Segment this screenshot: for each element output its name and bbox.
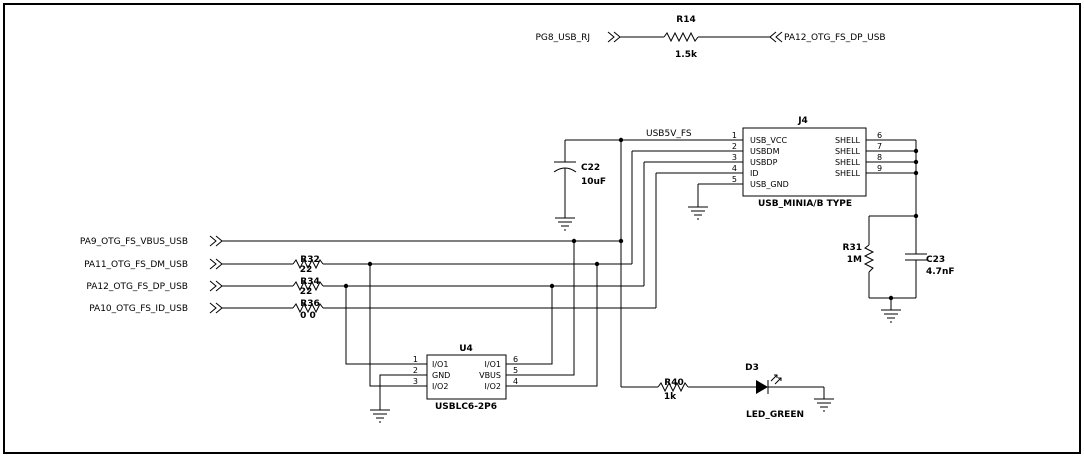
r36-ref: R36 bbox=[300, 299, 319, 309]
ground-icon bbox=[881, 309, 901, 323]
r40-value: 1k bbox=[664, 392, 677, 402]
net-label-pa12-top: PA12_OTG_FS_DP_USB bbox=[784, 33, 886, 43]
j4-pin-num: 5 bbox=[732, 175, 737, 184]
r32-resistor bbox=[292, 258, 324, 270]
ground-icon bbox=[370, 409, 390, 423]
ground-icon bbox=[814, 398, 834, 412]
j4-pin-num: 9 bbox=[877, 164, 882, 173]
port-arrow bbox=[769, 31, 777, 43]
net-label-id: PA10_OTG_FS_ID_USB bbox=[89, 304, 188, 314]
net-label-pg8: PG8_USB_RJ bbox=[535, 33, 590, 43]
r36-value: 0 0 bbox=[300, 311, 316, 321]
u4-pin-label: I/O2 bbox=[432, 382, 448, 391]
u4-pin-num: 6 bbox=[513, 355, 518, 364]
d3-value: LED_GREEN bbox=[746, 410, 804, 420]
j4-pin-label: USBDM bbox=[750, 147, 780, 156]
r32-ref: R32 bbox=[300, 255, 319, 265]
r31-resistor bbox=[863, 244, 875, 273]
u4-wiring bbox=[345, 241, 598, 423]
dp-net: PA12_OTG_FS_DP_USB R34 22 bbox=[86, 277, 644, 297]
r34-resistor bbox=[292, 280, 324, 292]
j4-pin-num: 6 bbox=[877, 131, 882, 140]
net-label-dm: PA11_OTG_FS_DM_USB bbox=[84, 260, 188, 270]
port-arrow bbox=[607, 31, 615, 43]
u4-pin-label: GND bbox=[432, 371, 450, 380]
c23-value: 4.7nF bbox=[926, 267, 955, 277]
ground-icon bbox=[555, 217, 575, 231]
r31-value: 1M bbox=[847, 255, 862, 265]
j4-pin-label: ID bbox=[750, 169, 759, 178]
u4-pin-num: 5 bbox=[513, 366, 518, 375]
u4-pin-num: 1 bbox=[413, 355, 418, 364]
r34-value: 22 bbox=[300, 287, 313, 297]
u4-pin-num: 2 bbox=[413, 366, 418, 375]
net-label-usb5v: USB5V_FS bbox=[646, 129, 692, 139]
port-arrow bbox=[775, 31, 783, 43]
j4-pin-num: 2 bbox=[732, 142, 737, 151]
c22-value: 10uF bbox=[581, 177, 606, 187]
j4-pin-label: USB_GND bbox=[750, 180, 789, 189]
dm-net: PA11_OTG_FS_DM_USB R32 22 bbox=[84, 255, 632, 275]
net-label-dp: PA12_OTG_FS_DP_USB bbox=[86, 282, 188, 292]
j4-pin-num: 1 bbox=[732, 131, 737, 140]
c22-ref: C22 bbox=[581, 163, 600, 173]
d3-ref: D3 bbox=[745, 363, 759, 373]
u4-chip: U4 USBLC6-2P6 1 2 3 I/O1 GND I/O2 6 5 4 … bbox=[407, 344, 526, 412]
j4-pin-label: USBDP bbox=[750, 158, 778, 167]
j4-pin-num: 7 bbox=[877, 142, 882, 151]
j4-name: USB_MINIA/B TYPE bbox=[758, 199, 852, 209]
j4-pin-num: 4 bbox=[732, 164, 737, 173]
j4-pin-label: USB_VCC bbox=[750, 136, 787, 145]
c23-ref: C23 bbox=[926, 255, 945, 265]
j4-signal-routing bbox=[631, 150, 723, 308]
u4-name: USBLC6-2P6 bbox=[435, 402, 497, 412]
u4-pin-num: 3 bbox=[413, 377, 418, 386]
u4-pin-label: I/O2 bbox=[485, 382, 501, 391]
u4-pin-label: VBUS bbox=[479, 371, 501, 380]
led-circuit: R40 1k D3 LED_GREEN bbox=[621, 363, 834, 420]
j4-pin-label: SHELL bbox=[835, 136, 861, 145]
usb5v-net: USB5V_FS C22 10uF bbox=[553, 129, 723, 387]
j4-ref: J4 bbox=[797, 116, 808, 126]
r40-ref: R40 bbox=[664, 378, 683, 388]
led-icon bbox=[756, 374, 782, 394]
r36-resistor bbox=[292, 302, 324, 314]
j4-pin-label: SHELL bbox=[835, 169, 861, 178]
j4-connector: J4 USB_MINIA/B TYPE 1 2 3 4 5 USB_VCC US… bbox=[723, 116, 919, 219]
r40-resistor bbox=[657, 381, 689, 393]
j4-pin-num: 3 bbox=[732, 153, 737, 162]
u4-pin-num: 4 bbox=[513, 377, 518, 386]
u4-pin-label: I/O1 bbox=[485, 360, 501, 369]
r14-circuit: PG8_USB_RJ PA12_OTG_FS_DP_USB R14 1.5k bbox=[535, 15, 885, 60]
ground-icon bbox=[688, 206, 708, 220]
sheet-border bbox=[3, 3, 1081, 454]
vbus-net: PA9_OTG_FS_VBUS_USB bbox=[80, 235, 621, 247]
j4-pin-label: SHELL bbox=[835, 147, 861, 156]
shell-rc-network: R31 1M C23 4.7nF bbox=[843, 215, 955, 323]
r14-resistor bbox=[663, 31, 699, 43]
r14-ref: R14 bbox=[676, 15, 695, 25]
u4-ref: U4 bbox=[459, 344, 473, 354]
u4-pin-label: I/O1 bbox=[432, 360, 448, 369]
j4-pin-num: 8 bbox=[877, 153, 882, 162]
port-arrow bbox=[613, 31, 621, 43]
id-net: PA10_OTG_FS_ID_USB R36 0 0 bbox=[89, 299, 656, 321]
j4-pin-label: SHELL bbox=[835, 158, 861, 167]
r32-value: 22 bbox=[300, 265, 313, 275]
r31-ref: R31 bbox=[843, 243, 862, 253]
j4-gnd-connection bbox=[688, 183, 723, 220]
r14-value: 1.5k bbox=[675, 50, 698, 60]
u4-body bbox=[426, 354, 507, 400]
r34-ref: R34 bbox=[300, 277, 319, 287]
net-label-vbus: PA9_OTG_FS_VBUS_USB bbox=[80, 237, 188, 247]
